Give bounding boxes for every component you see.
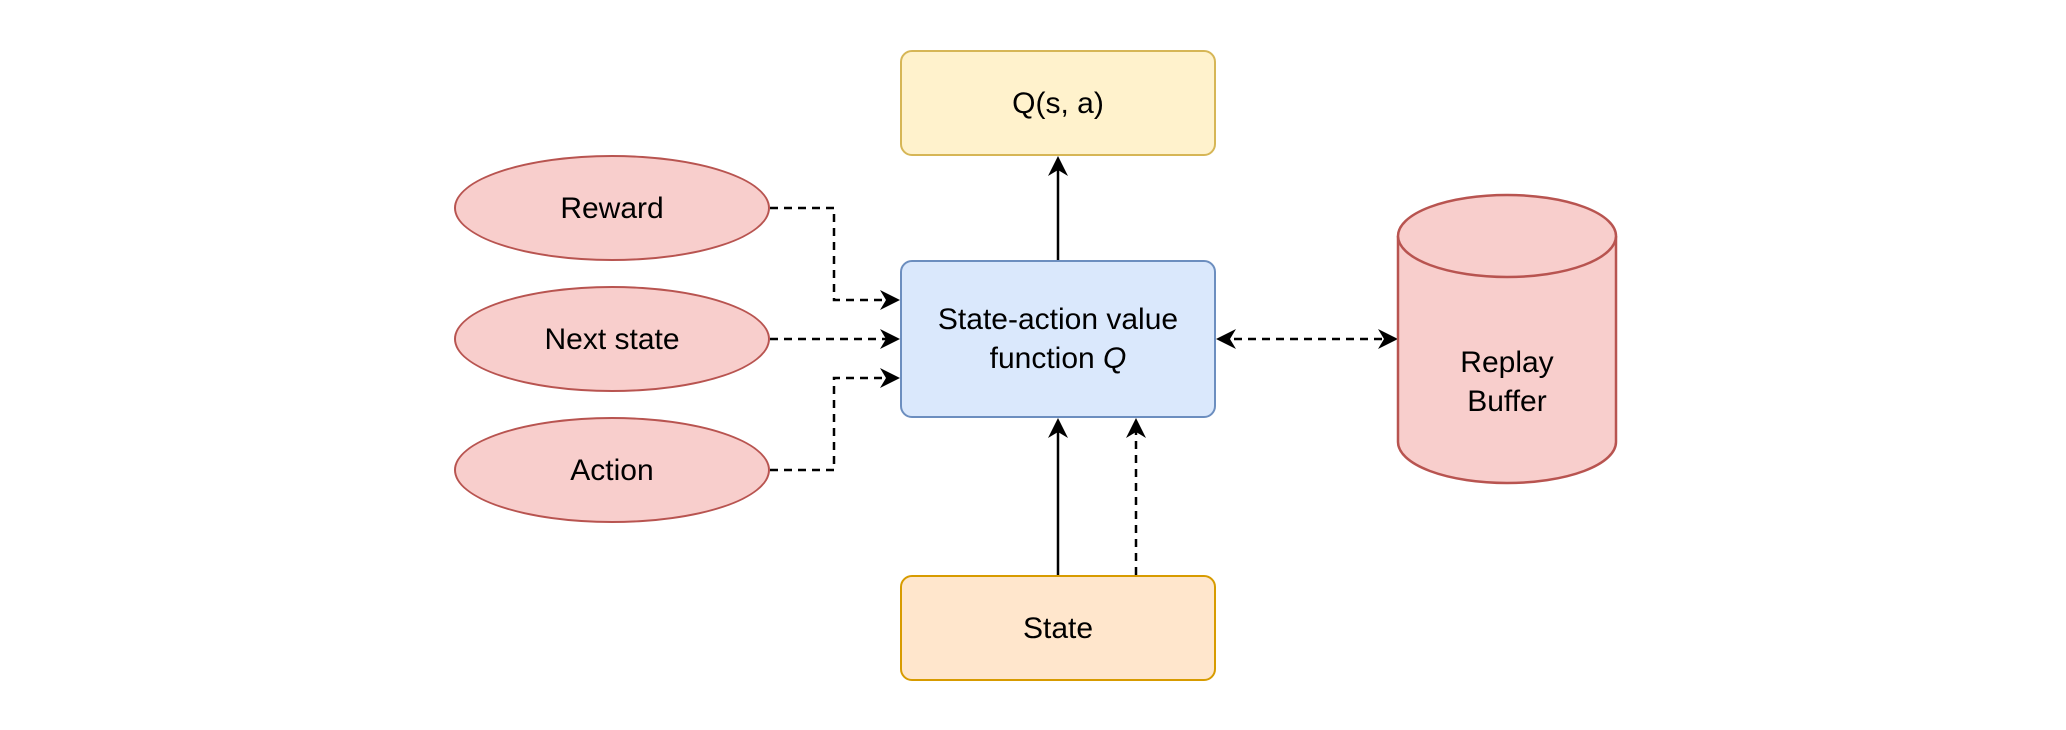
function-label-prefix: function [989,342,1104,375]
replay-buffer-body [1396,236,1618,485]
edge-reward-to-function [770,206,900,310]
q-value-box: Q(s, a) [900,50,1216,156]
replay-buffer-label: Replay Buffer [1398,322,1616,442]
function-label-line2: function Q [990,339,1127,378]
replay-buffer-cylinder [1396,193,1618,485]
state-action-value-function-box: State-action value function Q [900,260,1216,418]
function-label-line1: State-action value [937,303,1179,336]
next-state-ellipse: Next state [454,286,770,392]
edge-action-to-function [770,368,900,472]
q-value-label: Q(s, a) [1012,86,1104,120]
state-box: State [900,575,1216,681]
replay-buffer-label-line1: Replay [1460,346,1554,379]
replay-buffer-label-line2: Buffer [1467,385,1547,418]
state-label: State [1022,611,1094,645]
replay-buffer-top [1396,193,1618,279]
reward-label: Reward [560,191,664,225]
next-state-label: Next state [544,322,680,356]
action-label: Action [570,453,654,487]
reward-ellipse: Reward [454,155,770,261]
function-symbol-q: Q [1103,342,1127,375]
action-ellipse: Action [454,417,770,523]
